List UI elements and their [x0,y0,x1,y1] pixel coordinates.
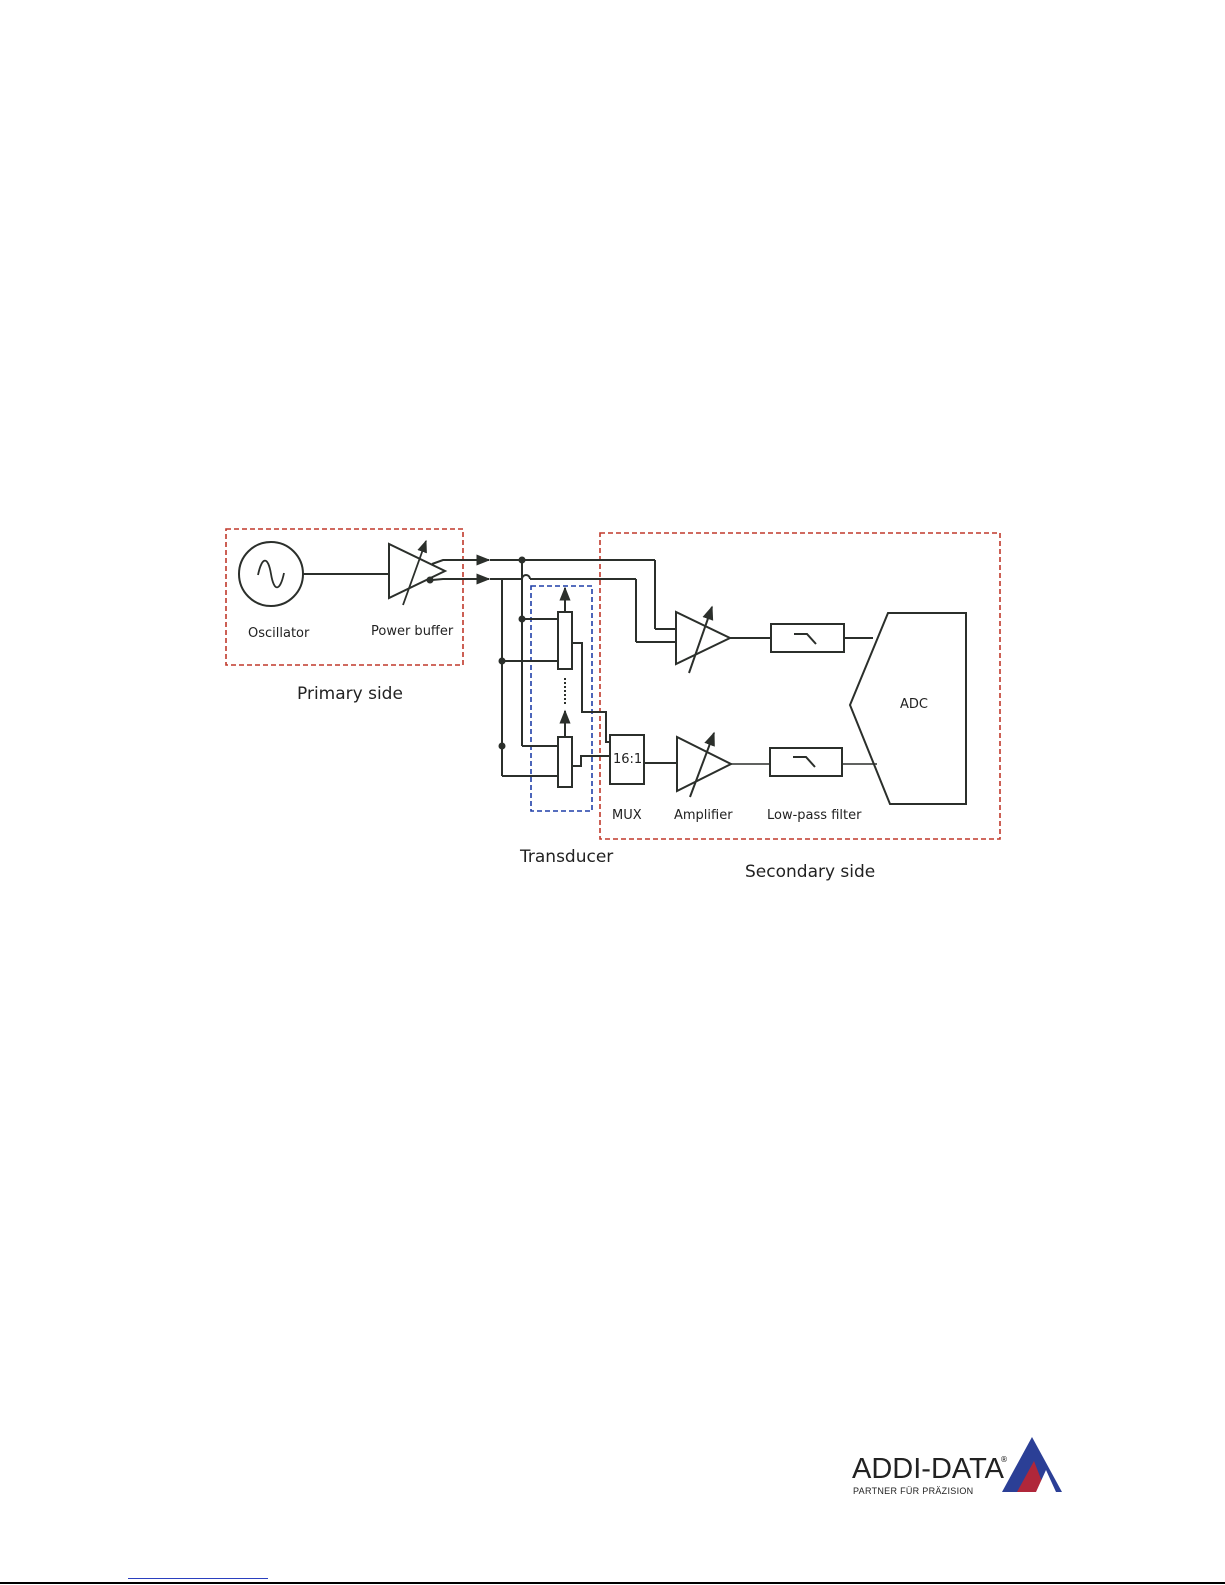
amplifier-label: Amplifier [674,808,733,823]
primary-side-box [226,529,463,665]
excitation-wires [432,560,676,776]
primary-side-label: Primary side [297,684,403,704]
mux-label: MUX [612,808,642,823]
transducer-element-bottom [558,711,610,787]
secondary-side-box [600,533,1000,839]
logo-registered: ® [1000,1455,1008,1464]
transducer-label: Transducer [519,847,613,867]
low-pass-filter-label: Low-pass filter [767,808,862,823]
addi-data-logo: ADDI-DATA ® PARTNER FÜR PRÄZISION [852,1437,1062,1496]
footer-rule [0,1582,1225,1584]
oscillator-symbol [239,542,303,606]
secondary-side-label: Secondary side [745,862,875,882]
amplifier-top-symbol [676,607,730,673]
junction-dots [427,557,526,750]
logo-name: ADDI-DATA [852,1453,1005,1485]
power-buffer-symbol [389,541,445,605]
transducer-element-top [558,588,603,712]
logo-tagline: PARTNER FÜR PRÄZISION [853,1486,973,1496]
low-pass-filter-top [771,624,844,652]
amplifier-bottom-symbol [677,733,731,797]
power-buffer-label: Power buffer [371,624,454,639]
oscillator-label: Oscillator [248,626,310,641]
low-pass-filter-bottom [770,748,842,776]
mux-ratio-label: 16:1 [613,752,642,767]
adc-label: ADC [900,697,928,712]
footer-link-underline [128,1578,268,1579]
